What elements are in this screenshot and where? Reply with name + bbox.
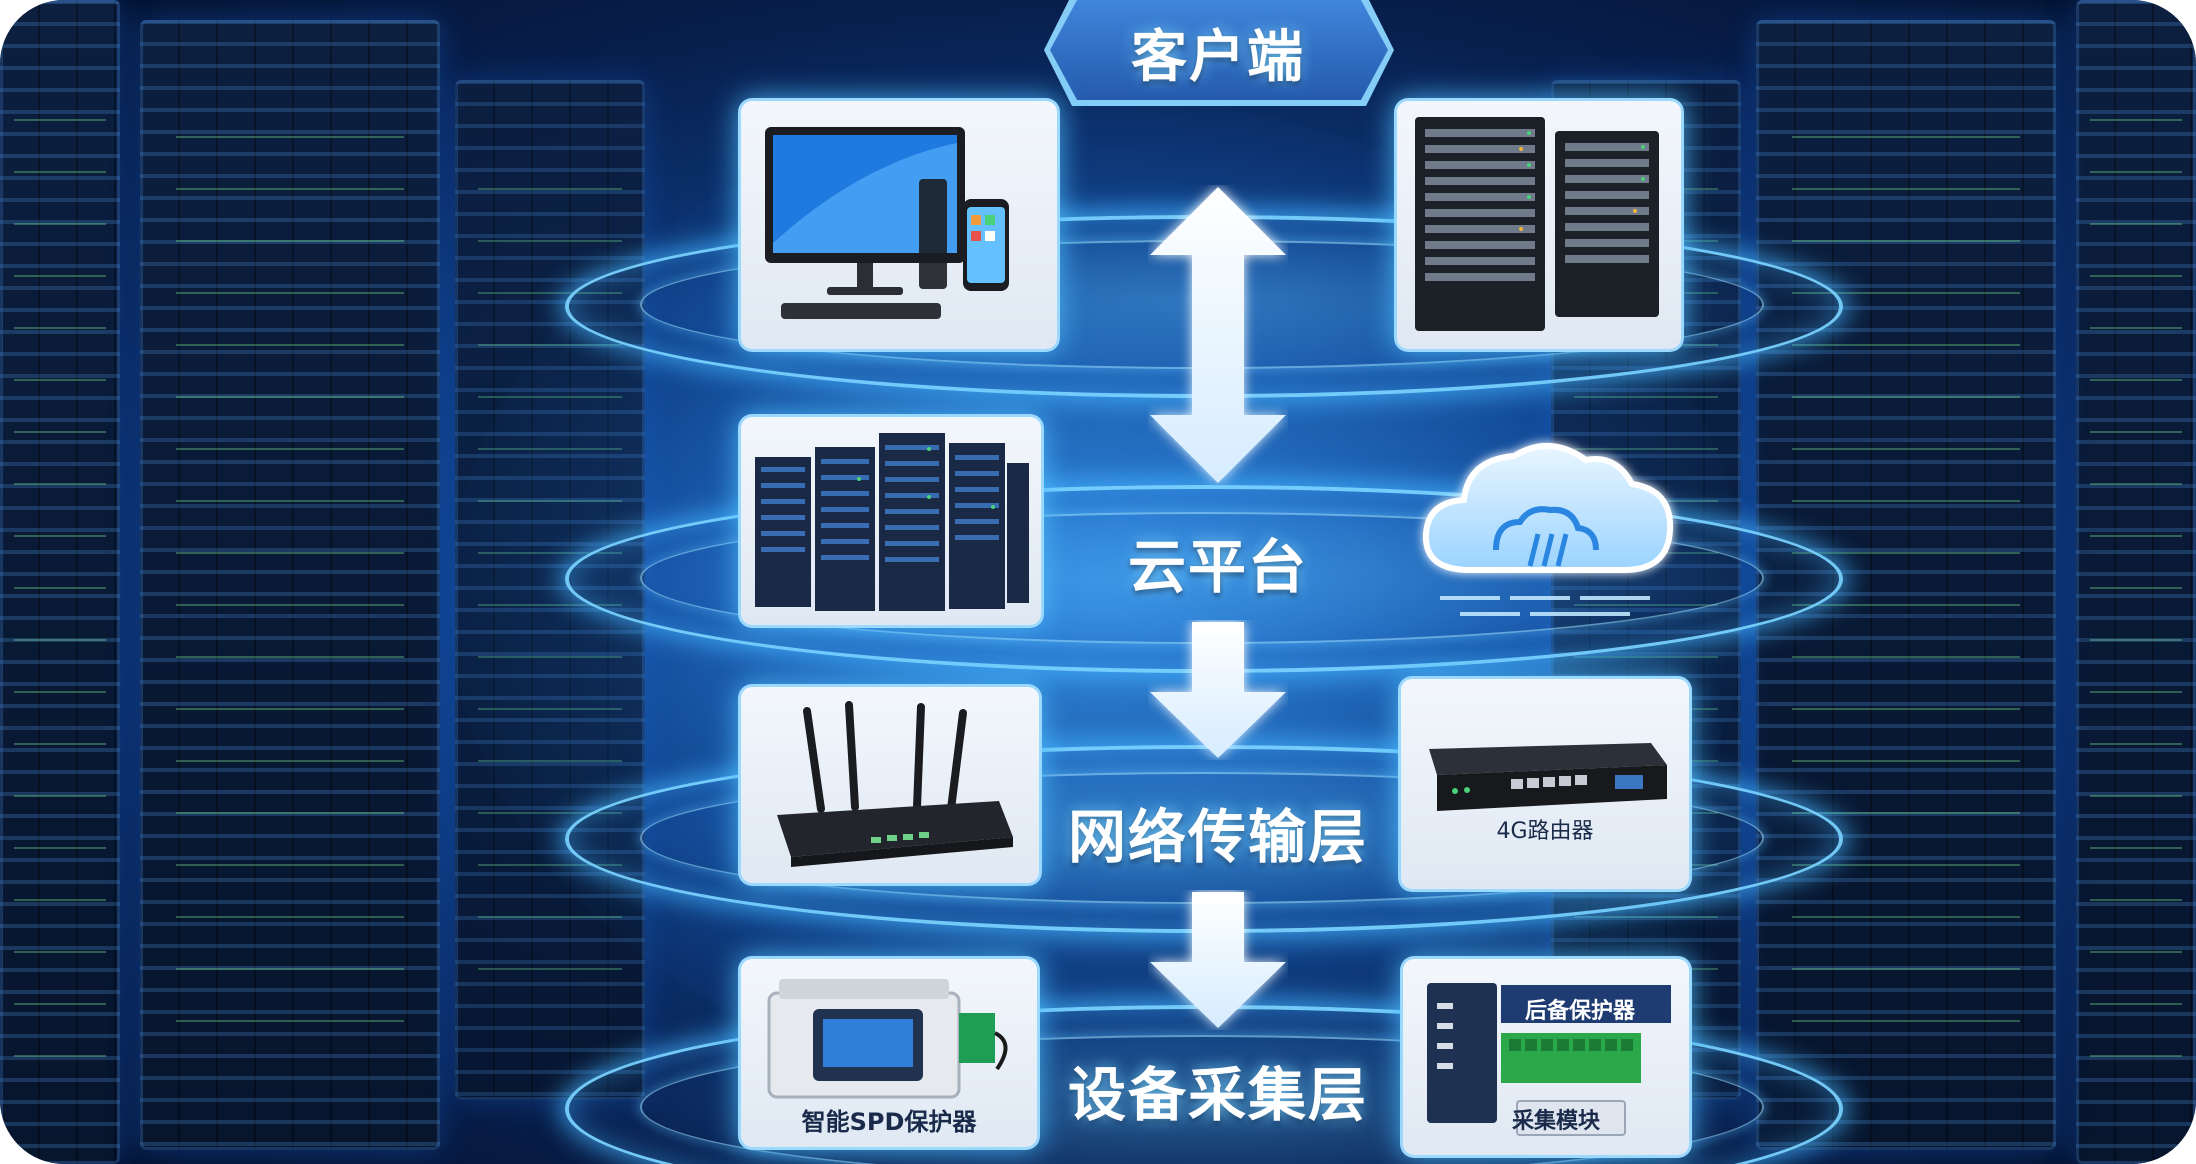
caption-acquisition-module-tag: 后备保护器 <box>1524 999 1635 1024</box>
desktop-computer-icon <box>765 127 1009 319</box>
card-pc-phone <box>738 98 1060 352</box>
down-arrow-icon-network-device <box>1150 892 1286 1028</box>
wifi-router-icon <box>777 701 1013 867</box>
layer-label-cloud: 云平台 <box>1127 533 1309 601</box>
card-server-rack <box>1394 98 1684 352</box>
layer-label-client: 客户端 <box>1131 25 1305 90</box>
bg-rack-left-1 <box>0 0 120 1164</box>
bidirectional-arrow-icon <box>1150 187 1286 483</box>
card-spd-protector: 智能SPD保护器 <box>738 956 1040 1150</box>
client-banner <box>1050 0 1388 100</box>
cloud-icon <box>1422 443 1674 616</box>
card-4g-router: 4G路由器 <box>1398 676 1692 892</box>
card-acquisition-module: 后备保护器 采集模块 <box>1400 956 1692 1158</box>
caption-4g-router: 4G路由器 <box>1496 819 1594 844</box>
caption-acquisition-module: 采集模块 <box>1511 1109 1600 1134</box>
layer-label-device: 设备采集层 <box>1067 1061 1369 1129</box>
acquisition-module-icon <box>1427 983 1671 1136</box>
spd-protector-icon <box>767 979 1008 1099</box>
down-arrow-icon-cloud-network <box>1150 622 1286 758</box>
card-wifi-router <box>738 684 1042 886</box>
server-cluster-icon <box>755 433 1029 611</box>
bg-rack-right-1 <box>2076 0 2196 1164</box>
card-server-cluster <box>738 414 1044 628</box>
layer-label-network: 网络传输层 <box>1067 803 1369 871</box>
server-rack-icon <box>1415 117 1659 331</box>
bg-rack-left-2 <box>140 20 440 1150</box>
4g-router-icon <box>1429 743 1667 811</box>
caption-spd-protector: 智能SPD保护器 <box>801 1108 977 1136</box>
